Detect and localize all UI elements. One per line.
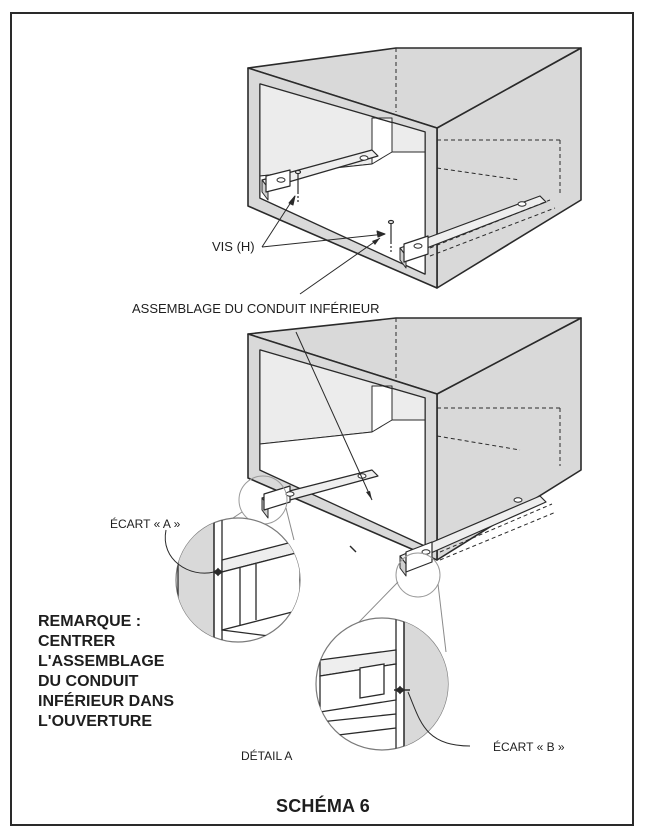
note-center-assembly: REMARQUE : CENTRER L'ASSEMBLAGE DU CONDU… xyxy=(38,612,174,732)
diagram-title: SCHÉMA 6 xyxy=(276,796,370,816)
screw-left xyxy=(294,169,302,202)
note-line: DU CONDUIT xyxy=(38,673,139,690)
top-cabinet-hidden-lines xyxy=(395,48,561,196)
label-lower-duct-assembly: ASSEMBLAGE DU CONDUIT INFÉRIEUR xyxy=(132,301,380,316)
diagram-frame xyxy=(10,12,634,826)
top-cabinet xyxy=(247,47,582,295)
note-line: REMARQUE : xyxy=(38,613,142,630)
detail-a-circle xyxy=(164,517,301,643)
assembly-leader-top xyxy=(299,237,381,295)
top-cabinet-floor xyxy=(259,151,426,275)
note-line: CENTRER xyxy=(38,633,116,650)
note-line: INFÉRIEUR DANS xyxy=(38,693,175,710)
note-line: L'OUVERTURE xyxy=(38,713,153,730)
label-gap-a: ÉCART « A » xyxy=(110,517,181,531)
detail-b-circle xyxy=(315,617,471,751)
label-detail-a: DÉTAIL A xyxy=(241,749,293,763)
screw-right xyxy=(387,219,395,252)
detail-b-marker xyxy=(395,552,441,598)
screw-leaders xyxy=(261,195,386,248)
assembly-leader-bottom xyxy=(295,331,373,501)
top-lower-duct-block-right xyxy=(403,235,429,263)
bottom-lower-duct-block-left xyxy=(263,485,291,511)
label-gap-b: ÉCART « B » xyxy=(493,740,565,754)
label-screws: VIS (H) xyxy=(212,239,255,254)
bottom-cabinet xyxy=(247,317,582,577)
note-line: L'ASSEMBLAGE xyxy=(38,653,165,670)
